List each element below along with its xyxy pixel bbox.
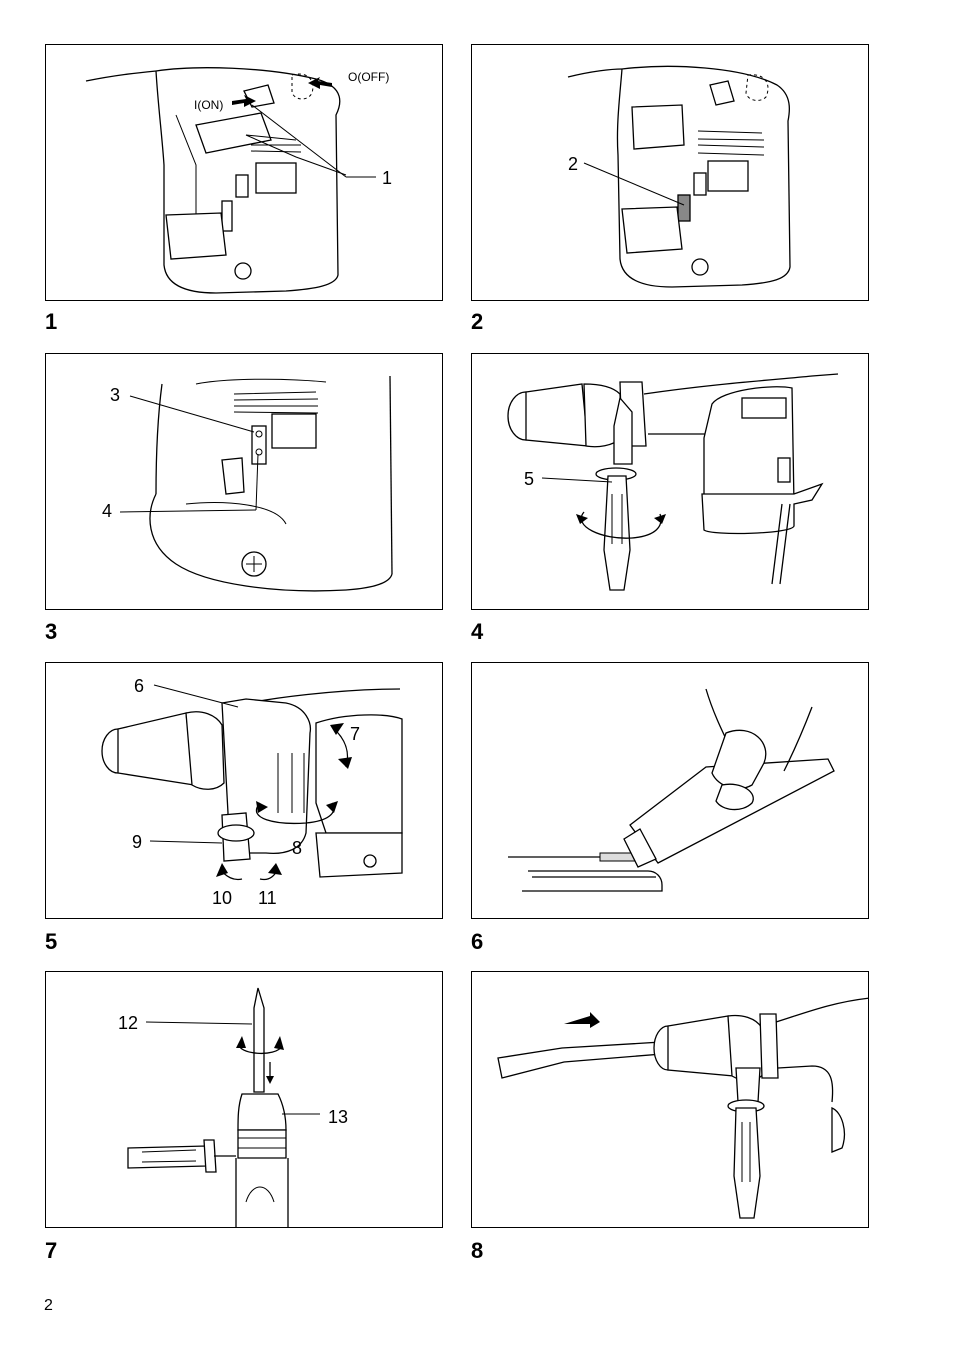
figure-number-3: 3 [45,619,58,644]
figure-number-6: 6 [471,929,484,954]
figure-4-panel: 5 [471,353,869,610]
callout-6: 6 [134,676,145,696]
figure-7-panel: 12 13 [45,971,443,1228]
figure-2-panel: 2 [471,44,869,301]
figure-6-panel [471,662,869,919]
callout-8: 8 [292,838,303,858]
figure-8-panel [471,971,869,1228]
figure-number-4: 4 [471,619,484,644]
figure-3-illustration [119,375,393,592]
off-label: O(OFF) [348,70,390,84]
callout-12: 12 [118,1013,139,1033]
on-label: I(ON) [194,98,224,112]
figure-number-2: 2 [471,309,484,334]
figure-8-illustration [497,997,868,1219]
figure-6-illustration [508,688,835,892]
callout-9: 9 [132,832,143,852]
figure-1-illustration [85,67,376,294]
figure-number-5: 5 [45,929,58,954]
figure-5-illustration [101,684,403,881]
figure-number-7: 7 [45,1238,58,1263]
callout-3: 3 [110,385,121,405]
callout-10: 10 [212,888,233,908]
figure-2-illustration [567,65,791,288]
figure-7-illustration [127,987,320,1227]
figure-5-panel: 6 7 8 9 10 11 [45,662,443,919]
figure-number-1: 1 [45,309,58,334]
callout-4: 4 [102,501,113,521]
figure-4-illustration [507,373,839,591]
callout-2: 2 [568,154,579,174]
figure-1-panel: O(OFF) I(ON) 1 [45,44,443,301]
figure-3-panel: 3 4 [45,353,443,610]
callout-11: 11 [258,888,277,908]
page-number: 2 [44,1297,53,1314]
callout-7: 7 [350,724,361,744]
callout-5: 5 [524,469,535,489]
callout-13: 13 [328,1107,349,1127]
figure-number-8: 8 [471,1238,484,1263]
callout-1: 1 [382,168,393,188]
